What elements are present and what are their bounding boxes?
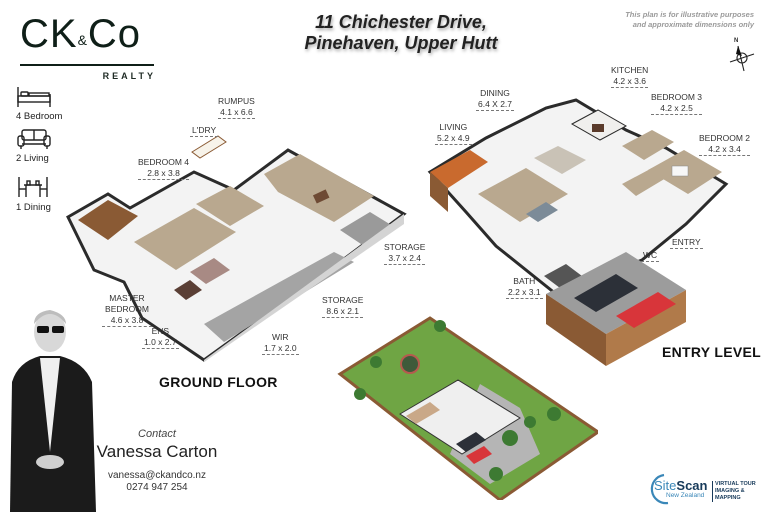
company-logo: CK&Co REALTY	[20, 14, 156, 81]
sitescan-region: New Zealand	[666, 492, 705, 499]
room-label-entry: ENTRY	[670, 237, 703, 249]
dining-icon	[18, 177, 48, 197]
agent-name: Vanessa Carton	[96, 442, 218, 461]
address-line-2: Pinehaven, Upper Hutt	[304, 33, 498, 53]
agent-email[interactable]: vanessa@ckandco.nz	[108, 470, 206, 481]
feature-bedrooms: 4 Bedroom	[16, 86, 76, 122]
ground-floor-plan	[66, 135, 407, 362]
north-compass-icon: N	[728, 38, 756, 74]
site-plan	[337, 316, 598, 500]
feature-living: 2 Living	[16, 128, 76, 164]
logo-wordmark: CK&Co	[20, 12, 142, 56]
ground-floor-title: GROUND FLOOR	[159, 374, 278, 390]
room-label-laundry: L'DRY	[190, 125, 219, 137]
feature-label: 4 Bedroom	[16, 111, 63, 122]
logo-subtitle: REALTY	[102, 71, 156, 81]
room-label-wc: WC	[641, 250, 660, 262]
agent-photo	[10, 310, 96, 512]
address-line-1: 11 Chichester Drive,	[315, 12, 487, 32]
compass-north-label: N	[734, 38, 739, 44]
logo-rule	[20, 64, 154, 66]
entry-level-title: ENTRY LEVEL	[662, 344, 761, 360]
bed-icon	[17, 87, 51, 107]
feature-label: 1 Dining	[16, 202, 51, 213]
feature-label: 2 Living	[16, 153, 49, 164]
property-address: 11 Chichester Drive, Pinehaven, Upper Hu…	[296, 12, 506, 54]
agent-phone[interactable]: 0274 947 254	[126, 482, 188, 493]
agent-contact: Contact Vanessa Carton vanessa@ckandco.n…	[92, 428, 222, 493]
feature-dining: 1 Dining	[16, 175, 76, 213]
sofa-icon	[17, 129, 51, 149]
disclaimer-line-2: and approximate dimensions only	[632, 20, 754, 29]
contact-label: Contact	[138, 428, 176, 440]
entry-level-plan	[427, 98, 729, 366]
disclaimer-line-1: This plan is for illustrative purposes	[625, 10, 754, 19]
sitescan-wordmark: SiteScan	[654, 478, 708, 493]
disclaimer: This plan is for illustrative purposes a…	[584, 10, 754, 30]
sitescan-swoosh-icon	[650, 473, 669, 505]
